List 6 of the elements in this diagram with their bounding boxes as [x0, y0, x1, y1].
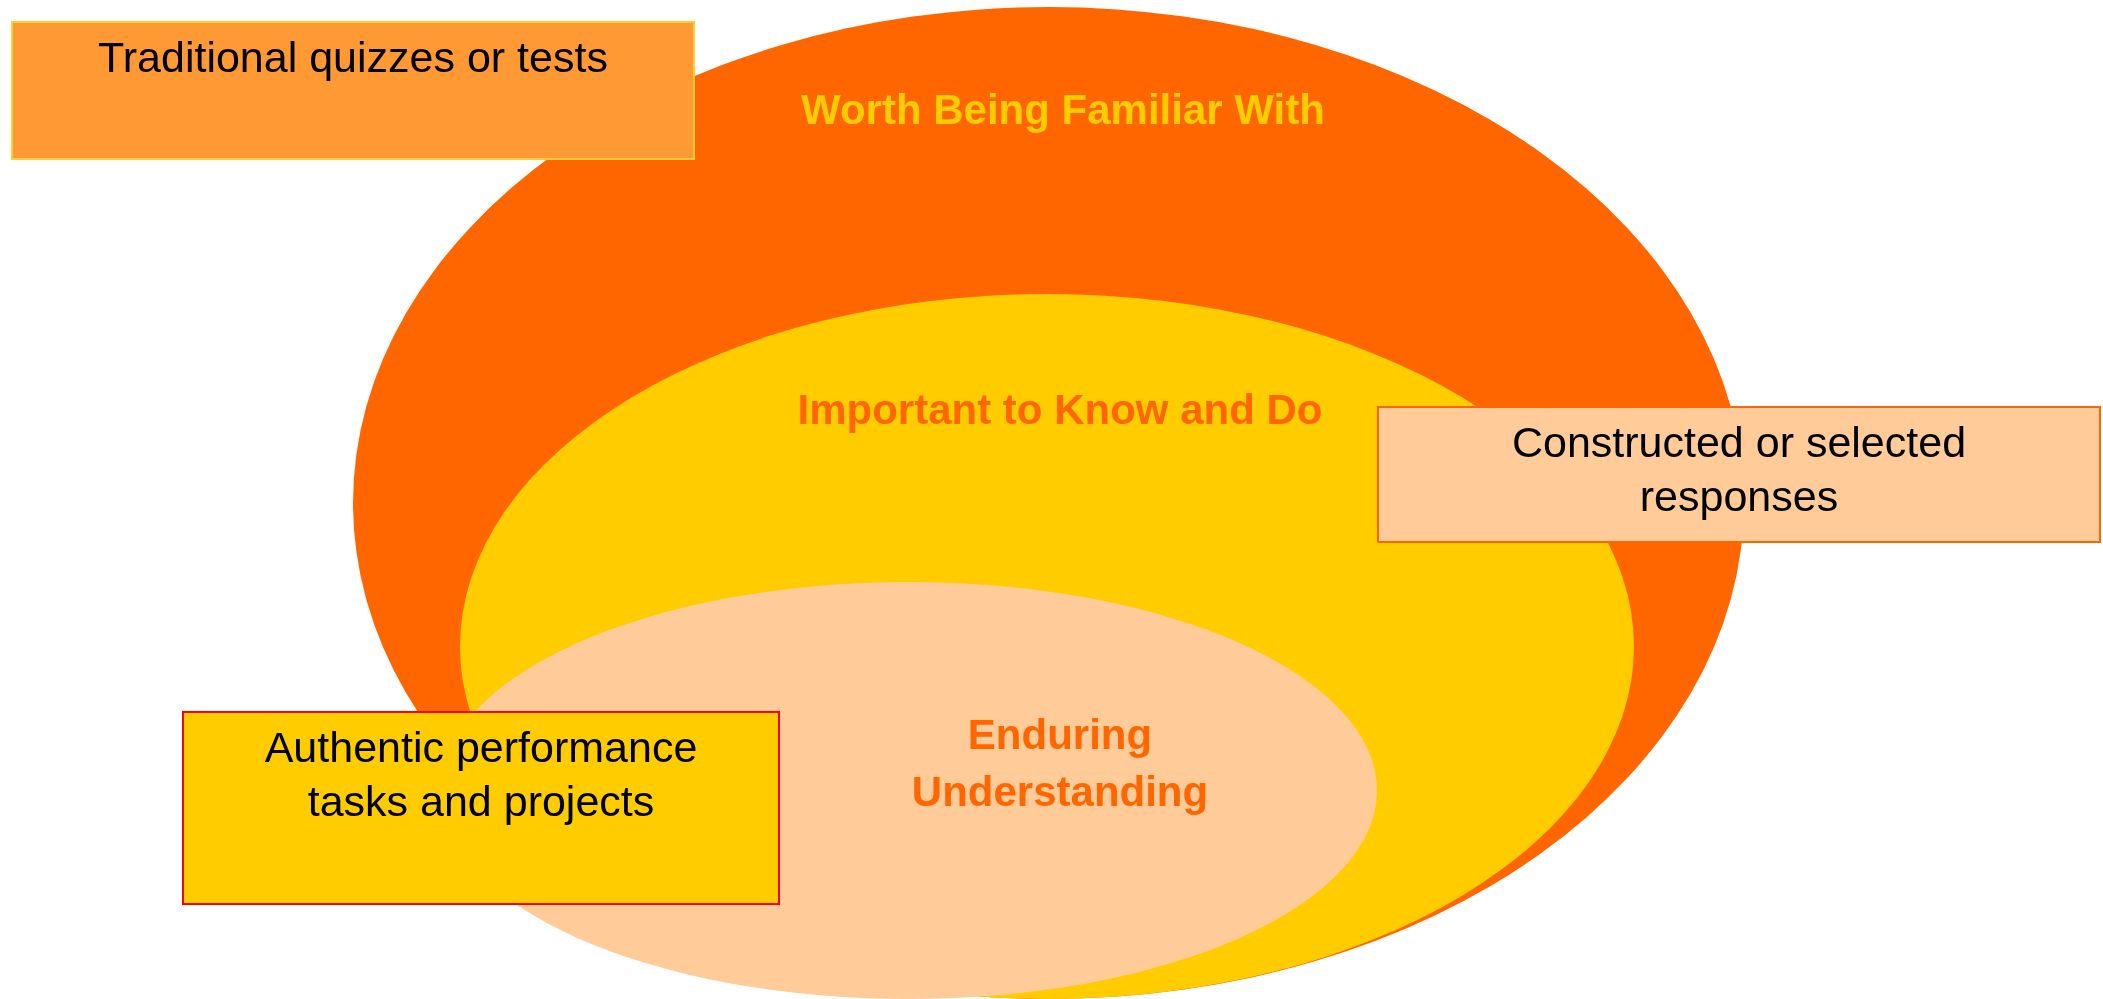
note-box: Authentic performance tasks and projects	[182, 711, 780, 905]
note-box: Traditional quizzes or tests	[11, 21, 695, 160]
region-title: Enduring Understanding	[910, 710, 1210, 817]
region-title: Important to Know and Do	[796, 385, 1324, 435]
region-title: Worth Being Familiar With	[800, 85, 1326, 135]
note-box: Constructed or selected responses	[1377, 406, 2101, 543]
